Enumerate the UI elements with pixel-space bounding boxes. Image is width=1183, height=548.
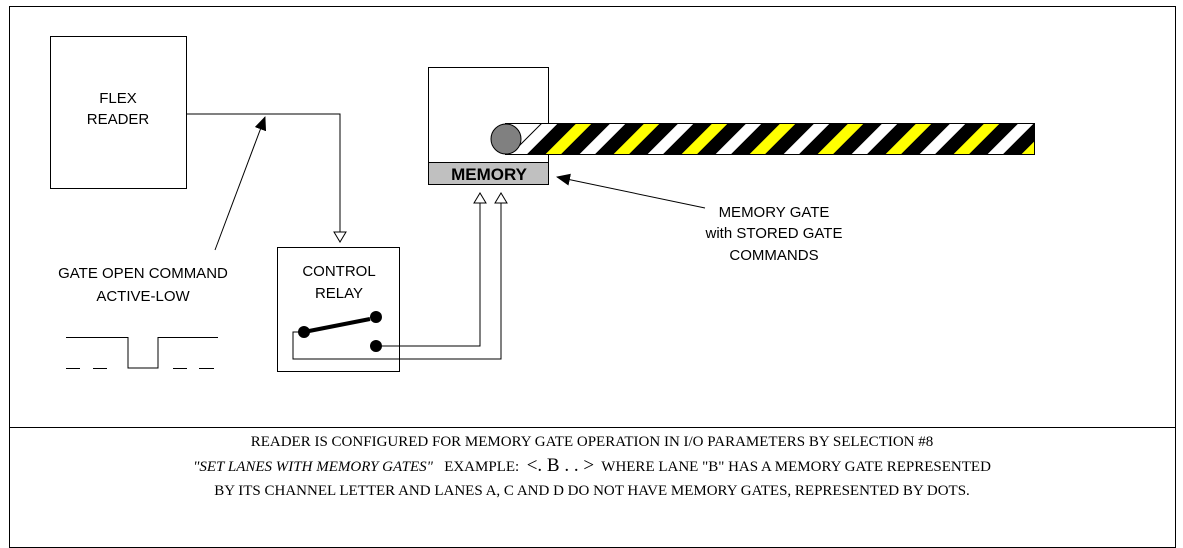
caption-setting-name: "SET LANES WITH MEMORY GATES": [193, 459, 433, 475]
gate-arm-stripe: [764, 123, 815, 155]
gate-arm-stripe: [968, 123, 1019, 155]
gate-arm-stripe: [849, 123, 900, 155]
memory-gate-label-3: COMMANDS: [729, 247, 818, 264]
memory-gate-label-2: with STORED GATE: [705, 225, 843, 242]
flex-reader-box: FLEX READER: [50, 36, 187, 189]
memory-gate-housing: MEMORY: [428, 67, 549, 185]
relay-wire-common: [292, 192, 508, 360]
gate-arm-stripe: [934, 123, 985, 155]
caption: READER IS CONFIGURED FOR MEMORY GATE OPE…: [9, 430, 1175, 503]
flex-reader-label-1: FLEX: [99, 90, 137, 107]
gate-arm-stripe: [520, 123, 560, 155]
relay-wire-contact: [376, 192, 487, 347]
memory-gate-pointer-arrow: [556, 173, 706, 209]
caption-line-3: BY ITS CHANNEL LETTER AND LANES A, C AND…: [214, 483, 970, 499]
gate-arm-stripe: [645, 123, 696, 155]
gate-arm-stripe: [883, 123, 934, 155]
gate-arm-stripe: [696, 123, 747, 155]
gate-arm-stripe: [730, 123, 781, 155]
control-relay-label-2: RELAY: [315, 285, 363, 302]
gate-arm-stripe: [662, 123, 713, 155]
command-pointer-arrow: [214, 116, 267, 251]
control-relay-label-1: CONTROL: [302, 263, 375, 280]
caption-line-2: "SET LANES WITH MEMORY GATES" EXAMPLE: <…: [9, 454, 1175, 479]
caption-example-prefix: EXAMPLE:: [444, 459, 520, 475]
gate-arm-stripe: [747, 123, 798, 155]
caption-line-1: READER IS CONFIGURED FOR MEMORY GATE OPE…: [250, 434, 934, 450]
gate-arm-stripe: [1037, 123, 1086, 155]
memory-gate-label-1: MEMORY GATE: [719, 204, 830, 221]
gate-arm-stripe: [900, 123, 951, 155]
gate-arm-stripe: [713, 123, 764, 155]
active-low-waveform: [66, 337, 218, 369]
gate-arm-stripe: [985, 123, 1035, 155]
gate-pivot: [490, 123, 522, 155]
gate-arm-stripe: [832, 123, 883, 155]
gate-open-command-label-2: ACTIVE-LOW: [96, 288, 190, 305]
gate-arm-stripe: [798, 123, 849, 155]
caption-example-code: <. B . . >: [526, 455, 595, 476]
gate-arm-stripe: [917, 123, 968, 155]
gate-arm-stripe: [815, 123, 866, 155]
gate-arm-stripe: [526, 123, 577, 155]
gate-arm-stripe: [866, 123, 917, 155]
gate-arm-stripe: [560, 123, 611, 155]
gate-arm-stripe: [1002, 123, 1035, 155]
caption-example-rest: WHERE LANE "B" HAS A MEMORY GATE REPRESE…: [601, 459, 991, 475]
gate-arm-stripe: [951, 123, 1002, 155]
flex-reader-label-2: READER: [87, 111, 150, 128]
signal-wire: [187, 113, 347, 243]
gate-arm-stripe: [781, 123, 832, 155]
gate-arm-stripe: [1054, 123, 1103, 155]
gate-arm: [490, 123, 1103, 155]
gate-arm-stripe: [611, 123, 662, 155]
gate-arm-stripe: [628, 123, 679, 155]
gate-arm-stripe: [577, 123, 628, 155]
gate-open-command-label-1: GATE OPEN COMMAND: [58, 265, 228, 282]
memory-panel: [428, 162, 549, 185]
control-relay-box: CONTROL RELAY: [277, 247, 400, 372]
gate-arm-stripe: [1019, 139, 1035, 155]
memory-panel-label: MEMORY: [451, 165, 528, 184]
gate-arm-stripe: [594, 123, 645, 155]
gate-arm-stripe: [679, 123, 730, 155]
gate-arm-stripe: [543, 123, 594, 155]
